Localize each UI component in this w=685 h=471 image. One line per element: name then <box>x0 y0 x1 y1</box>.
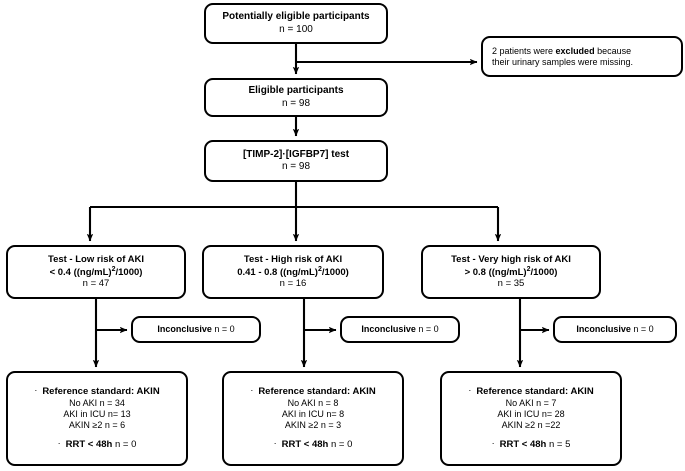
node-title: Potentially eligible participants <box>222 11 370 23</box>
node-count: n = 100 <box>279 23 313 35</box>
node-title: Test - Very high risk of AKI <box>451 254 571 266</box>
node-title: [TIMP-2]·[IGFBP7] test <box>242 148 350 160</box>
akin-ge2-count: AKIN ≥2 n =22 <box>501 419 561 430</box>
node-threshold: > 0.8 ((ng/mL)2/1000) <box>464 265 558 278</box>
node-title: Test - High risk of AKI <box>243 254 343 266</box>
bullet-icon: · <box>57 437 61 448</box>
aki-in-icu-count: AKI in ICU n= 13 <box>63 409 131 420</box>
bullet-icon: · <box>491 437 495 448</box>
rrt-text: RRT < 48h n = 0 <box>65 438 137 450</box>
aki-in-icu-count: AKI in ICU n= 28 <box>497 409 565 420</box>
reference-standard-label: Reference standard: AKIN <box>42 386 160 398</box>
node-timp2-igfbp7-test: [TIMP-2]·[IGFBP7] test n = 98 <box>204 140 388 182</box>
akin-ge2-count: AKIN ≥2 n = 3 <box>284 419 342 430</box>
node-threshold: 0.41 - 0.8 ((ng/mL)2/1000) <box>237 265 349 278</box>
node-inconclusive-very-high-risk: Inconclusive n = 0 <box>553 316 677 343</box>
reference-standard-row: · Reference standard: AKIN <box>34 386 159 398</box>
reference-standard-row: · Reference standard: AKIN <box>250 386 375 398</box>
no-aki-count: No AKI n = 8 <box>287 398 339 409</box>
node-count: n = 98 <box>281 97 311 109</box>
node-test-very-high-risk: Test - Very high risk of AKI > 0.8 ((ng/… <box>421 245 601 299</box>
excluded-line-1: 2 patients were excluded because <box>492 45 632 56</box>
rrt-row: · RRT < 48h n = 5 <box>491 437 571 451</box>
reference-standard-label: Reference standard: AKIN <box>476 386 594 398</box>
node-excluded-patients: 2 patients were excluded because their u… <box>481 36 683 77</box>
excluded-line-2: their urinary samples were missing. <box>492 56 634 67</box>
node-inconclusive-high-risk: Inconclusive n = 0 <box>340 316 460 343</box>
bullet-icon: · <box>34 385 38 396</box>
node-result-very-high-risk: · Reference standard: AKIN No AKI n = 7 … <box>440 371 622 466</box>
node-result-high-risk: · Reference standard: AKIN No AKI n = 8 … <box>222 371 404 466</box>
node-threshold: < 0.4 ((ng/mL)2/1000) <box>49 265 143 278</box>
reference-standard-row: · Reference standard: AKIN <box>468 386 593 398</box>
node-count: n = 98 <box>281 161 311 172</box>
rrt-text: RRT < 48h n = 0 <box>281 438 353 450</box>
bullet-icon: · <box>468 385 472 396</box>
node-result-low-risk: · Reference standard: AKIN No AKI n = 34… <box>6 371 188 466</box>
inconclusive-text: Inconclusive n = 0 <box>157 324 235 335</box>
node-test-low-risk: Test - Low risk of AKI < 0.4 ((ng/mL)2/1… <box>6 245 186 299</box>
node-count: n = 16 <box>279 278 307 290</box>
inconclusive-text: Inconclusive n = 0 <box>576 324 654 335</box>
node-count: n = 47 <box>82 278 110 290</box>
inconclusive-text: Inconclusive n = 0 <box>361 324 439 335</box>
node-title: Test - Low risk of AKI <box>47 254 145 266</box>
node-eligible-participants: Eligible participants n = 98 <box>204 78 388 117</box>
aki-in-icu-count: AKI in ICU n= 8 <box>281 409 345 420</box>
bullet-icon: · <box>250 385 254 396</box>
node-count: n = 35 <box>497 278 525 290</box>
no-aki-count: No AKI n = 7 <box>505 398 557 409</box>
bullet-icon: · <box>273 437 277 448</box>
node-potentially-eligible-participants: Potentially eligible participants n = 10… <box>204 3 388 44</box>
no-aki-count: No AKI n = 34 <box>69 398 125 409</box>
node-inconclusive-low-risk: Inconclusive n = 0 <box>131 316 261 343</box>
node-title: Eligible participants <box>248 85 344 97</box>
akin-ge2-count: AKIN ≥2 n = 6 <box>68 419 126 430</box>
node-test-high-risk: Test - High risk of AKI 0.41 - 0.8 ((ng/… <box>202 245 384 299</box>
rrt-row: · RRT < 48h n = 0 <box>273 437 353 451</box>
rrt-text: RRT < 48h n = 5 <box>499 438 571 450</box>
rrt-row: · RRT < 48h n = 0 <box>57 437 137 451</box>
excluded-keyword: excluded <box>555 45 595 56</box>
reference-standard-label: Reference standard: AKIN <box>258 386 376 398</box>
